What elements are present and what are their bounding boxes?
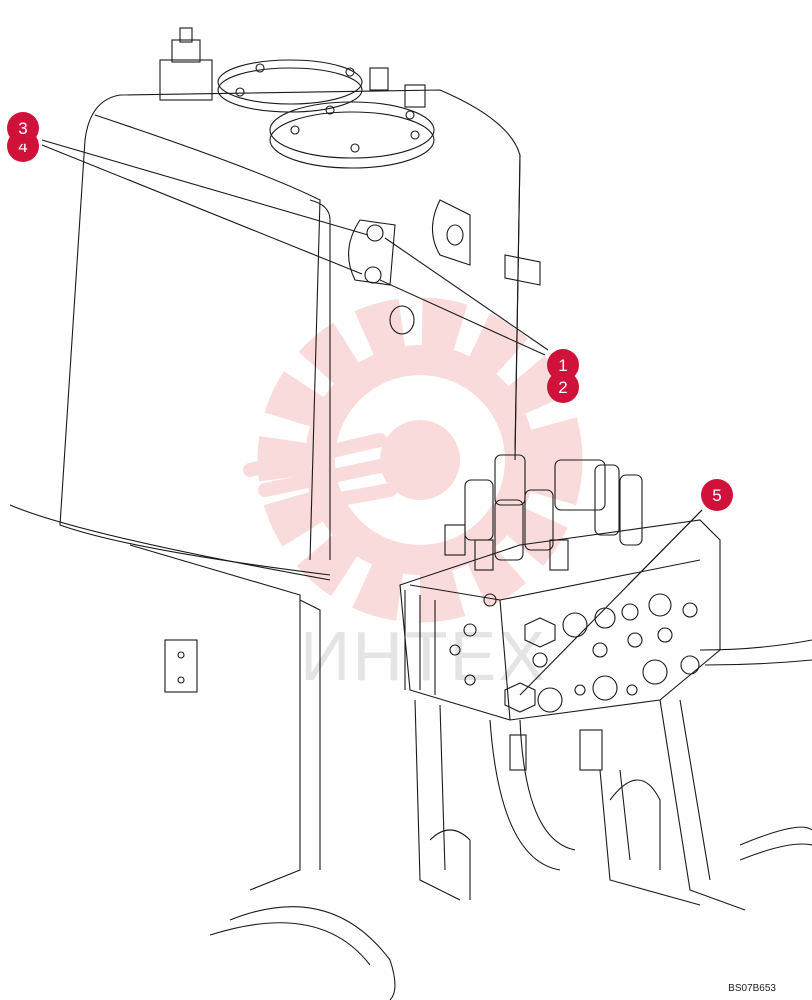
callout-4: 3 (7, 112, 39, 144)
callout-1-disc (547, 349, 579, 381)
callout-3-label: 4 (18, 137, 27, 156)
callout-4-label: 3 (18, 119, 27, 138)
callout-4-disc (7, 112, 39, 144)
callout-2-disc (547, 371, 579, 403)
drawing-code: BS07B653 (728, 983, 776, 994)
callout-5-label: 5 (712, 486, 721, 505)
callout-1-label: 1 (558, 356, 567, 375)
line-art (9, 27, 812, 1000)
callout-5: 5 (701, 479, 733, 511)
watermark-logo (243, 297, 583, 623)
watermark-text: ИНТЕХ (300, 617, 547, 695)
callout-2-label: 2 (558, 378, 567, 397)
callout-5-disc (701, 479, 733, 511)
callout-1: 1 (547, 349, 579, 381)
callout-2: 2 (547, 371, 579, 403)
